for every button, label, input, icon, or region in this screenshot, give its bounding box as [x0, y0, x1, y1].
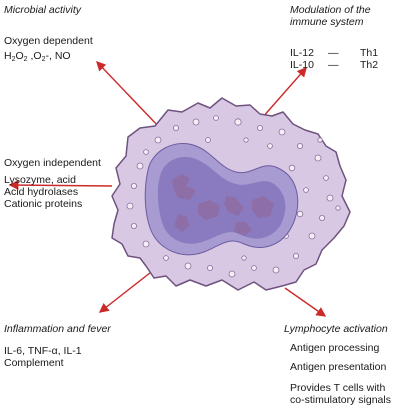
oxygen-dependent-label: Oxygen dependent [4, 35, 93, 47]
chromatin [172, 174, 274, 236]
arrow-microbial [96, 60, 161, 129]
arrow-immune [261, 66, 307, 119]
immune-modulation-title-line2: immune system [290, 16, 364, 28]
formula-superoxide-sub: 2 [41, 56, 46, 63]
formula-o-sub: 2 [23, 56, 28, 63]
immune-row-dash: — [328, 47, 339, 59]
formula-superoxide: ,O [27, 50, 42, 62]
formula-h-sub: 2 [11, 56, 16, 63]
inflammation-complement: Complement [4, 357, 64, 369]
oxygen-independent-item: Lysozyme, acid [4, 174, 76, 186]
oxygen-independent-title: Oxygen independent [4, 157, 101, 169]
immune-modulation-title-line1: Modulation of the [290, 4, 371, 16]
lymphocyte-item: Antigen processing [290, 342, 380, 354]
inflammation-title: Inflammation and fever [4, 323, 111, 335]
lymphocyte-activation-title: Lymphocyte activation [284, 323, 388, 335]
formula-o: O [15, 50, 24, 62]
nucleus-inner [157, 156, 286, 244]
arrow-lymphocyte [284, 287, 327, 317]
immune-row-th: Th1 [360, 47, 379, 59]
lymphocyte-item: co-stimulatory signals [290, 394, 391, 406]
immune-row-dash: — [328, 59, 339, 71]
lymphocyte-item: Provides T cells with [290, 382, 386, 394]
inflammation-cytokines: IL-6, TNF-α, IL-1 [4, 345, 82, 357]
immune-row-il: IL-12 [290, 47, 314, 59]
formula-no: , NO [49, 50, 71, 62]
immune-row-th: Th2 [360, 59, 379, 71]
formula-h: H [4, 50, 12, 62]
oxygen-independent-item: Acid hydrolases [4, 186, 79, 198]
oxygen-dependent-formula: H2O2 ,O2-, NO [4, 50, 71, 63]
immune-row-il: IL-10 [290, 59, 314, 71]
arrow-oxygen-independent [8, 180, 113, 190]
formula-charge: - [45, 50, 50, 62]
microbial-activity-title: Microbial activity [4, 4, 82, 16]
oxygen-independent-item: Cationic proteins [4, 198, 83, 210]
lymphocyte-item: Antigen presentation [290, 361, 387, 373]
